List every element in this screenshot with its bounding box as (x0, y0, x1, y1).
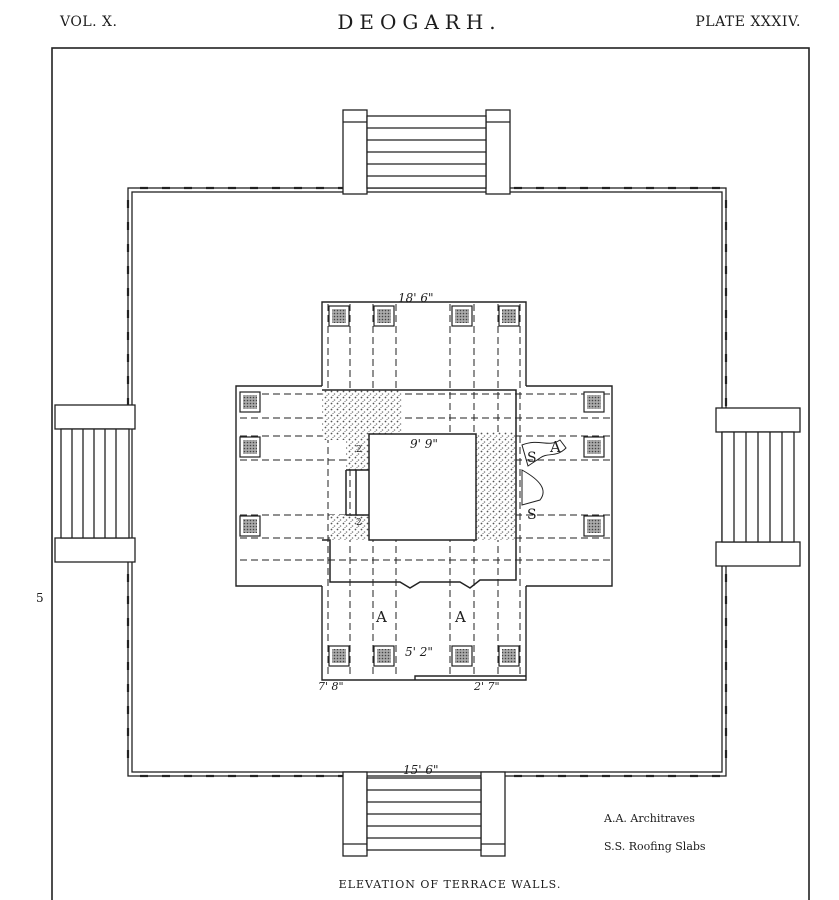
pillar-core (332, 309, 346, 323)
pillar-core (243, 440, 257, 454)
beam-lines (240, 304, 612, 676)
pillar-core (502, 649, 516, 663)
volume-label: VOL. X. (60, 14, 118, 30)
north-steps (342, 109, 511, 195)
dim-chamber: 9' 9" (410, 437, 438, 451)
plate-title: DEOGARH. (337, 10, 502, 34)
dim-bottom-center: 5' 2" (405, 645, 433, 659)
legend-architraves: A.A. Architraves (603, 812, 695, 825)
plate-frame (51, 47, 810, 900)
west-steps (54, 404, 136, 563)
pillar-core (332, 649, 346, 663)
pillar-bases (239, 305, 605, 667)
slab-marker-lower: S (527, 507, 537, 523)
pillar-core (587, 395, 601, 409)
architrave-marker-left: A (375, 608, 387, 626)
slab-marker-upper: S (527, 450, 537, 466)
pillar-core (502, 309, 516, 323)
digit-marker-lower: 2 (356, 518, 362, 528)
legend-roofing-slabs: S.S. Roofing Slabs (604, 840, 706, 853)
dim-top: 18' 6" (398, 291, 434, 305)
pillar-core (587, 519, 601, 533)
caption: ELEVATION OF TERRACE WALLS. (339, 878, 562, 891)
architrave-marker-right: A (454, 608, 466, 626)
dim-bottom-right: 2' 7" (473, 680, 500, 693)
wall-ticks (126, 186, 728, 778)
platform-outline (235, 301, 613, 681)
sanctum-wall-hatched (322, 390, 402, 470)
sanctum-outline (322, 389, 567, 589)
pillar-core (243, 519, 257, 533)
dim-steps: 15' 6" (403, 763, 439, 777)
sanctum-wall-hatched-lower (330, 515, 370, 540)
dim-bottom-left: 7' 8" (318, 680, 344, 693)
sanctum-wall-east-hatched (476, 432, 516, 540)
east-steps (715, 407, 801, 567)
pillar-core (377, 309, 391, 323)
pillar-core (587, 440, 601, 454)
digit-marker-upper: 2 (356, 445, 362, 455)
pillar-core (243, 395, 257, 409)
south-steps (342, 771, 506, 857)
plate-number: PLATE XXXIV. (695, 14, 801, 30)
pillar-core (455, 309, 469, 323)
pillar-core (377, 649, 391, 663)
margin-mark: 5 (36, 591, 44, 605)
architrave-marker-east: A (549, 438, 561, 456)
pillar-core (455, 649, 469, 663)
